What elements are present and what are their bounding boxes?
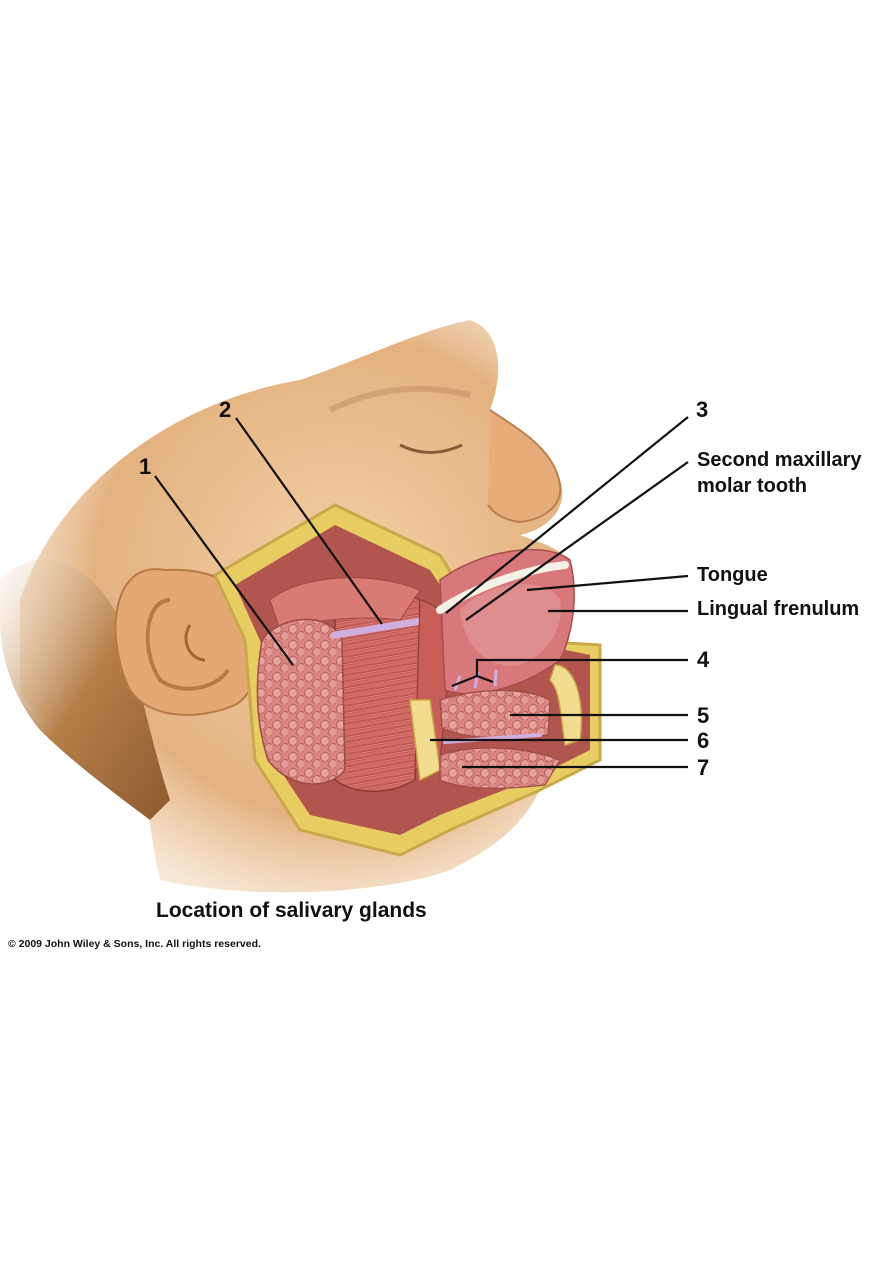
submandibular-gland	[439, 747, 561, 789]
leader-4	[475, 658, 688, 676]
label-2: 2	[219, 397, 232, 422]
label-5: 5	[697, 703, 710, 728]
leader-lines	[154, 416, 689, 769]
leader-1	[154, 475, 294, 666]
ear	[114, 568, 261, 716]
label-lingual-frenulum: Lingual frenulum	[697, 598, 860, 620]
upper-teeth	[436, 561, 569, 614]
parotid-gland	[256, 618, 346, 785]
leader-3	[445, 416, 689, 614]
label-7: 7	[697, 755, 710, 780]
eyebrow	[328, 385, 471, 413]
nose	[487, 409, 562, 524]
label-4: 4	[697, 647, 710, 672]
leader-2	[235, 417, 383, 625]
leader-4b	[451, 674, 478, 688]
leader-tongue	[526, 574, 689, 592]
leader-second-molar	[465, 461, 689, 621]
label-tongue: Tongue	[697, 564, 768, 586]
leader-4c	[476, 674, 494, 684]
figure-caption: Location of salivary glands	[156, 899, 427, 922]
closed-eye	[399, 443, 463, 454]
tongue-shape	[460, 583, 561, 666]
label-3: 3	[696, 397, 709, 422]
label-1: 1	[139, 454, 152, 479]
label-molar-tooth: molar tooth	[697, 475, 807, 497]
label-6: 6	[697, 728, 710, 753]
mandible-front	[549, 664, 582, 746]
copyright-notice: © 2009 John Wiley & Sons, Inc. All right…	[8, 938, 261, 950]
label-second-maxillary: Second maxillary	[697, 449, 862, 471]
hair	[0, 559, 170, 820]
sublingual-gland	[439, 689, 551, 739]
